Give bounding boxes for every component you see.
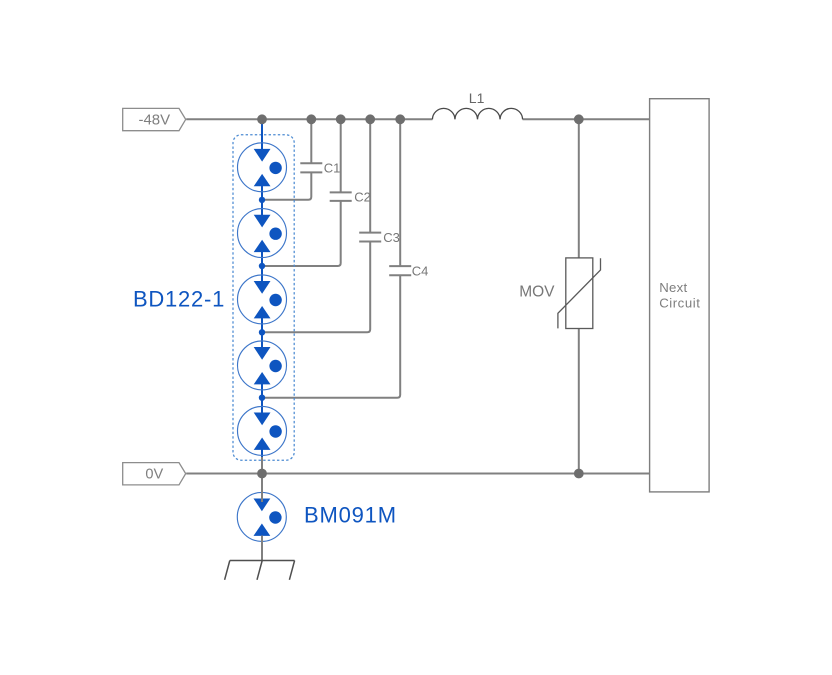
svg-text:Circuit: Circuit [659, 295, 700, 310]
svg-text:0V: 0V [145, 466, 163, 482]
svg-text:MOV: MOV [519, 284, 555, 301]
svg-text:L1: L1 [469, 90, 485, 106]
svg-text:-48V: -48V [138, 111, 170, 128]
svg-text:C1: C1 [324, 160, 341, 175]
svg-text:C3: C3 [383, 230, 400, 245]
svg-text:BD122-1: BD122-1 [133, 287, 225, 312]
svg-text:C2: C2 [354, 190, 371, 205]
svg-text:BM091M: BM091M [304, 503, 397, 528]
svg-text:Next: Next [659, 280, 687, 295]
svg-text:C4: C4 [412, 263, 429, 278]
